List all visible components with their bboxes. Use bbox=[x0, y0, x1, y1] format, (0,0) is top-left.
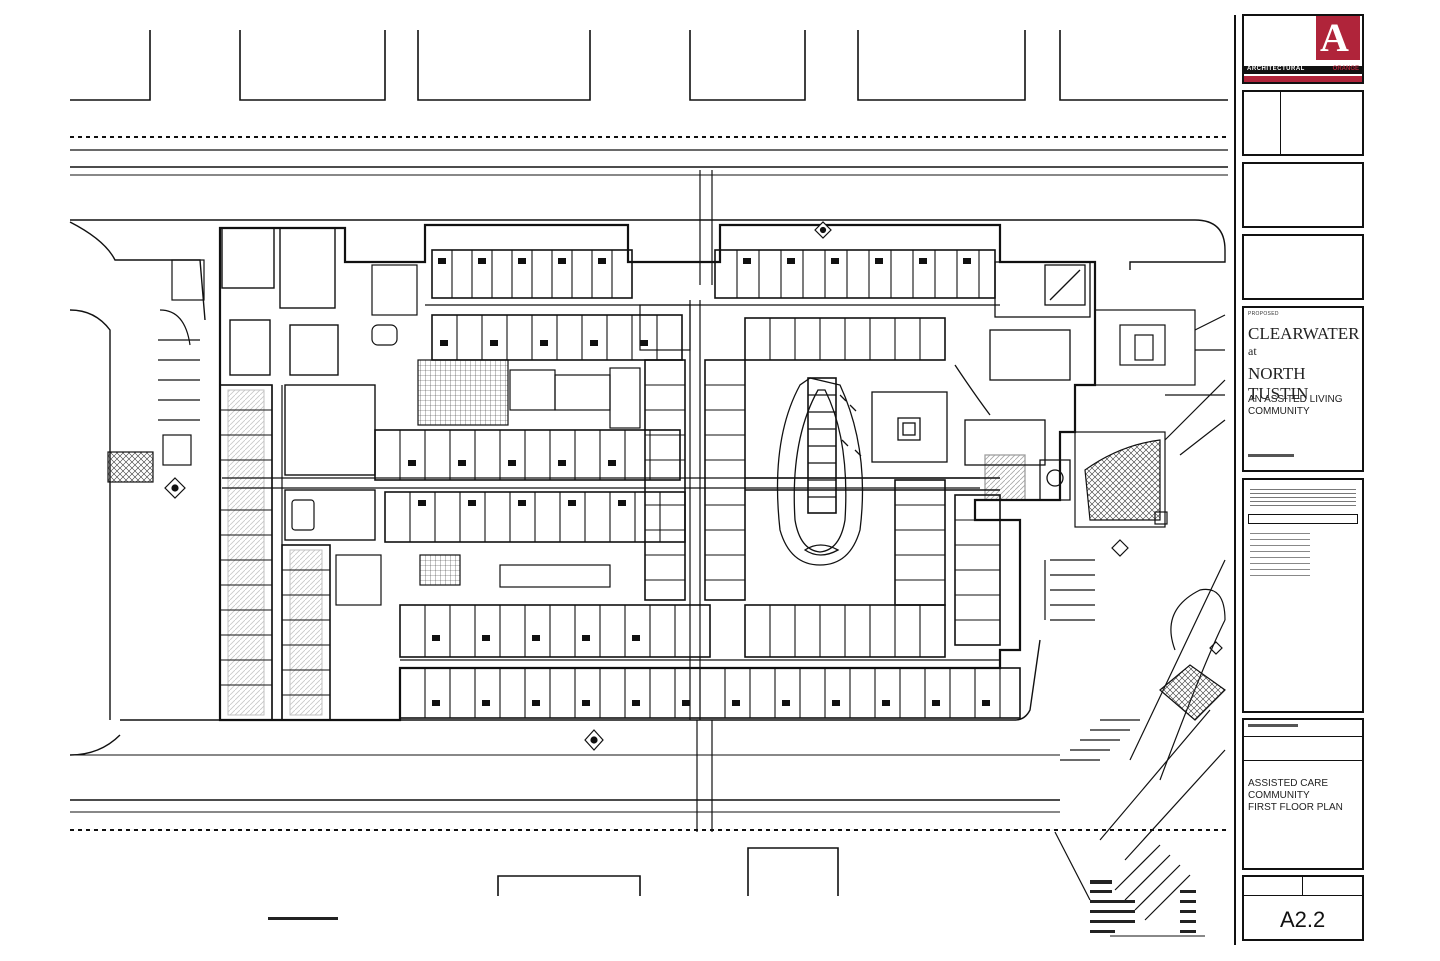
plot-date-line bbox=[1248, 724, 1298, 727]
unit-partitions bbox=[220, 250, 1001, 718]
sheet-title-box: ASSISTED CARE COMMUNITY FIRST FLOOR PLAN bbox=[1242, 718, 1364, 870]
sheet-number-box: A2.2 bbox=[1242, 875, 1364, 941]
sheet-title-line1: ASSISTED CARE bbox=[1248, 778, 1329, 789]
notes-box bbox=[1242, 478, 1364, 713]
firm-name-strip: ARCHITECTURAL ORANGE bbox=[1244, 66, 1362, 74]
firm-logo-letter: A bbox=[1320, 15, 1349, 60]
site-boundary bbox=[69, 219, 1226, 756]
notes-table bbox=[1248, 514, 1358, 524]
project-name-line2: at bbox=[1248, 344, 1257, 358]
sheet-title-line2: COMMUNITY bbox=[1248, 790, 1310, 801]
parking-left bbox=[107, 309, 200, 499]
sheet-number-split bbox=[1302, 877, 1303, 895]
firm-name: ARCHITECTURAL bbox=[1247, 66, 1305, 72]
access-road bbox=[696, 170, 713, 832]
firm-suffix: ORANGE bbox=[1332, 66, 1359, 72]
courtyard bbox=[745, 377, 1000, 566]
lobby bbox=[954, 261, 1091, 501]
revision-box-1 bbox=[1242, 162, 1364, 228]
sheet-number: A2.2 bbox=[1280, 907, 1326, 932]
consultant-stamp bbox=[1244, 92, 1281, 154]
street-top bbox=[70, 136, 1228, 176]
area-table bbox=[268, 880, 1205, 937]
unit-fixtures bbox=[408, 258, 990, 706]
sheet-number-divider bbox=[1244, 895, 1362, 896]
sheet-title-line3: FIRST FLOOR PLAN bbox=[1248, 802, 1343, 813]
project-subtitle-line1: AN ASSITED LIVING bbox=[1248, 394, 1343, 405]
project-box: PROPOSED CLEARWATER at NORTH TUSTIN AN A… bbox=[1242, 306, 1364, 472]
revision-box-2 bbox=[1242, 234, 1364, 300]
consultant-box bbox=[1242, 90, 1364, 156]
firm-logo-box: A ARCHITECTURAL ORANGE bbox=[1242, 14, 1364, 84]
project-subtitle-line2: COMMUNITY bbox=[1248, 406, 1310, 417]
parking-right bbox=[1044, 539, 1226, 921]
project-name-line3: NORTH TUSTIN bbox=[1248, 364, 1309, 403]
notes-text bbox=[1250, 486, 1356, 508]
firm-accent-bar bbox=[1244, 76, 1362, 82]
project-name-line1: CLEARWATER bbox=[1248, 324, 1360, 343]
sheet-info-divider bbox=[1244, 736, 1362, 737]
north-arrow bbox=[584, 221, 832, 751]
building-footprint bbox=[171, 223, 1097, 722]
proposed-label: PROPOSED bbox=[1248, 311, 1279, 317]
entry-plaza bbox=[1074, 309, 1226, 528]
sheet-info-divider-2 bbox=[1244, 760, 1362, 761]
street-bottom bbox=[70, 754, 1228, 831]
notes-list bbox=[1250, 528, 1310, 580]
neighbor-lots-top bbox=[70, 30, 1228, 101]
firm-logo: A bbox=[1316, 15, 1360, 60]
project-address-line bbox=[1248, 454, 1294, 457]
neighbor-lots-bottom bbox=[497, 847, 839, 896]
